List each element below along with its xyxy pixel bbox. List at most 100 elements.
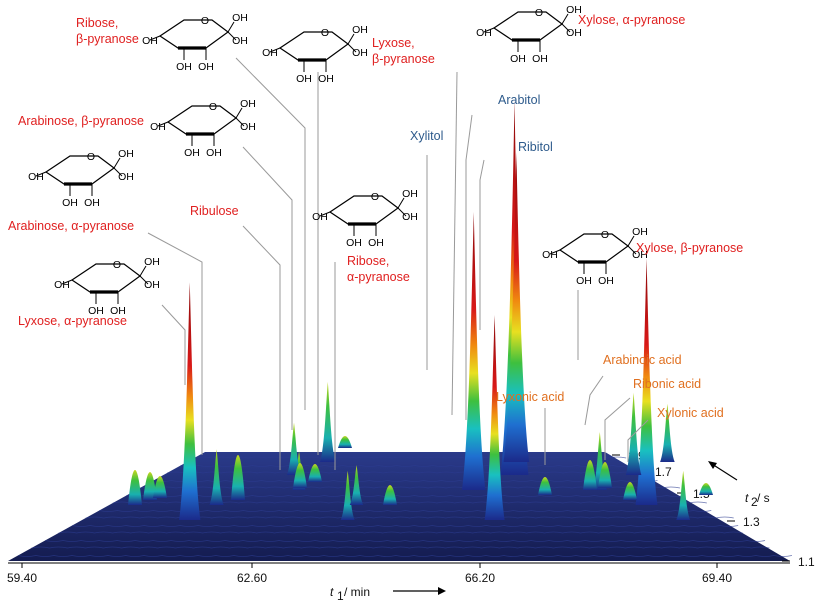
leader-line	[235, 57, 306, 410]
svg-text:OH: OH	[510, 53, 526, 65]
compound-label: Ribitol	[518, 140, 553, 154]
y-tick-label: 1.7	[655, 465, 672, 479]
svg-text:O: O	[321, 27, 329, 39]
x-axis-title-sub: 1	[337, 589, 344, 603]
y-axis-title-unit: / s	[757, 491, 770, 505]
leader-line	[604, 397, 631, 460]
x-tick-label: 62.60	[237, 571, 267, 585]
compound-label: Xylose, α-pyranose	[578, 13, 685, 27]
compound-label: Arabinose, β-pyranose	[18, 114, 144, 128]
minor-peak	[538, 477, 552, 495]
minor-peak	[143, 472, 157, 500]
x-tick-label: 66.20	[465, 571, 495, 585]
peak	[635, 258, 658, 505]
svg-text:OH: OH	[118, 171, 134, 183]
compound-label: Ribose,	[76, 16, 118, 30]
peak	[503, 152, 530, 462]
pyranose-structure: O OH OH OH OH OH	[262, 24, 368, 85]
svg-text:O: O	[209, 101, 217, 113]
svg-text:OH: OH	[62, 197, 78, 209]
peak	[286, 422, 302, 475]
minor-peak	[128, 470, 142, 505]
svg-text:OH: OH	[296, 73, 312, 85]
peak	[484, 315, 505, 520]
minor-peak	[338, 436, 352, 448]
svg-text:O: O	[87, 151, 95, 163]
leader-line	[451, 71, 458, 416]
compound-label: Arabinose, α-pyranose	[8, 219, 134, 233]
svg-text:O: O	[601, 229, 609, 241]
minor-peak	[308, 464, 322, 482]
compound-label: Xylose, β-pyranose	[636, 241, 743, 255]
pyranose-structure: O OH OH OH OH OH	[542, 226, 648, 287]
svg-text:OH: OH	[566, 27, 582, 39]
x-axis-title-unit: / min	[344, 585, 370, 599]
minor-peak	[583, 460, 597, 490]
y-tick-label: 1.3	[743, 515, 760, 529]
y-axis-title-sub: 2	[751, 495, 758, 509]
svg-text:O: O	[371, 191, 379, 203]
svg-text:OH: OH	[352, 47, 368, 59]
y-tick-label: 1.1	[798, 555, 815, 569]
peak	[461, 211, 486, 491]
svg-text:OH: OH	[632, 249, 648, 261]
svg-text:OH: OH	[150, 121, 166, 133]
svg-text:OH: OH	[542, 249, 558, 261]
leader-line	[627, 419, 649, 462]
svg-text:OH: OH	[84, 197, 100, 209]
leader-line	[242, 146, 293, 430]
svg-text:OH: OH	[88, 305, 104, 317]
y-axis-title: t 2 / s	[708, 461, 770, 509]
x-axis-title: t 1 / min	[330, 585, 446, 603]
x-axis-title-t: t	[330, 585, 334, 599]
svg-text:OH: OH	[232, 35, 248, 47]
peaks-layer	[128, 100, 713, 520]
svg-text:O: O	[535, 7, 543, 19]
peak	[676, 470, 691, 520]
svg-text:OH: OH	[632, 226, 648, 238]
compound-label: Lyxonic acid	[496, 390, 564, 404]
peak	[179, 282, 201, 520]
minor-peak	[383, 485, 397, 505]
leader-lines	[147, 57, 649, 470]
compound-label-line2: β-pyranose	[76, 32, 139, 46]
svg-text:OH: OH	[176, 61, 192, 73]
peak	[320, 381, 336, 462]
leader-line	[584, 375, 604, 426]
leader-line	[465, 114, 473, 420]
compound-label: Xylitol	[410, 129, 443, 143]
compound-label: Ribose,	[347, 254, 389, 268]
svg-text:OH: OH	[54, 279, 70, 291]
svg-text:OH: OH	[532, 53, 548, 65]
peak	[660, 403, 675, 462]
svg-text:OH: OH	[576, 275, 592, 287]
y-axis-title-t: t	[745, 491, 749, 505]
peak	[340, 470, 355, 520]
svg-text:OH: OH	[352, 24, 368, 36]
leader-line	[161, 304, 186, 385]
peak	[349, 465, 364, 505]
svg-text:O: O	[113, 259, 121, 271]
svg-text:OH: OH	[368, 237, 384, 249]
svg-text:OH: OH	[598, 275, 614, 287]
compound-label: Ribulose	[190, 204, 239, 218]
svg-text:OH: OH	[566, 4, 582, 16]
svg-text:OH: OH	[402, 211, 418, 223]
svg-text:OH: OH	[262, 47, 278, 59]
svg-text:OH: OH	[110, 305, 126, 317]
svg-text:OH: OH	[346, 237, 362, 249]
minor-peak	[598, 462, 612, 488]
svg-text:OH: OH	[184, 147, 200, 159]
compound-label: Arabitol	[498, 93, 540, 107]
minor-peak	[699, 483, 713, 495]
minor-peak	[153, 476, 167, 498]
svg-text:OH: OH	[142, 35, 158, 47]
compound-label: Xylonic acid	[657, 406, 724, 420]
svg-text:OH: OH	[318, 73, 334, 85]
